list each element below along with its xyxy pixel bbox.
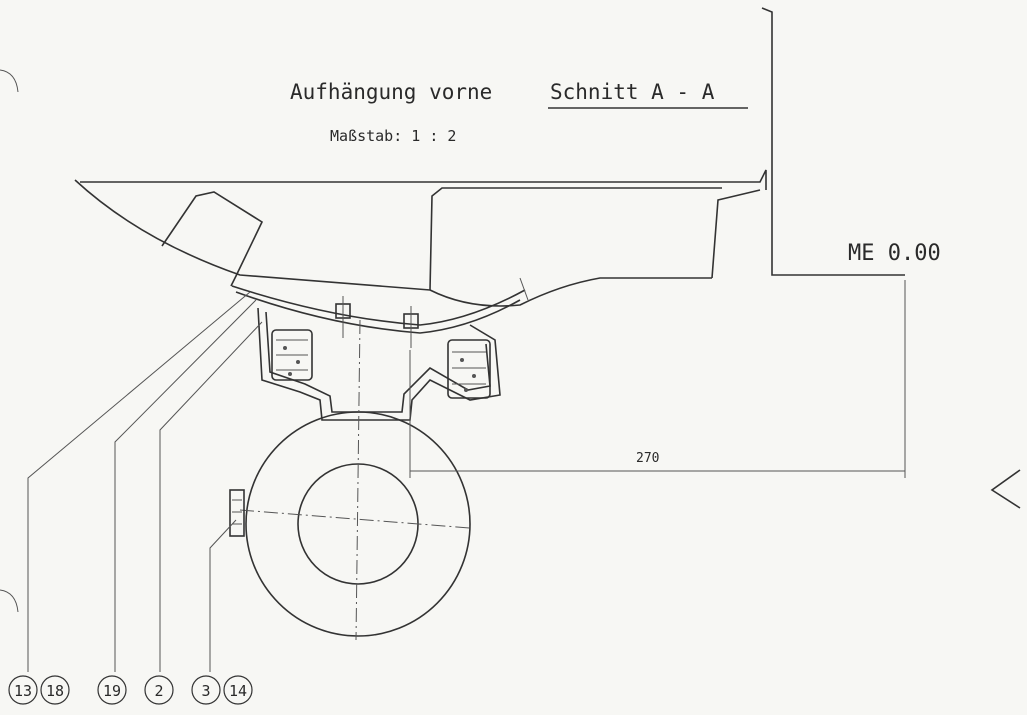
bolt-center <box>335 296 351 338</box>
binder-hole-mark <box>0 589 19 613</box>
bracket-plate <box>161 191 264 287</box>
rubber-mount-right <box>447 339 491 399</box>
rubber-mount-left <box>271 329 313 381</box>
leader-2 <box>159 321 263 672</box>
svg-text:3: 3 <box>201 682 210 700</box>
view-arrow-icon <box>990 469 1021 509</box>
callout-3: 3 <box>191 675 221 705</box>
clip-detail <box>519 277 529 301</box>
floor-pan-inner <box>235 291 521 334</box>
callout-2: 2 <box>144 675 174 705</box>
svg-text:18: 18 <box>46 682 64 700</box>
body-top-line <box>80 169 767 190</box>
axle-centerline-vertical <box>355 319 361 641</box>
svg-text:2: 2 <box>154 682 163 700</box>
leader-19 <box>114 299 257 672</box>
frame-edge-line <box>761 7 905 276</box>
callout-14: 14 <box>223 675 253 705</box>
svg-text:14: 14 <box>229 682 247 700</box>
drawing-title: Aufhängung vorne <box>290 80 492 104</box>
svg-text:13: 13 <box>14 682 32 700</box>
section-label: Schnitt A - A <box>550 80 715 104</box>
floor-pan-sheet <box>231 285 526 326</box>
callout-19: 19 <box>97 675 127 705</box>
bolt-right <box>403 306 419 348</box>
crossmember-bracket <box>257 307 501 421</box>
dimension-value: 270 <box>636 451 659 466</box>
binder-hole-mark <box>0 69 19 93</box>
axle-centerline-horizontal <box>239 509 471 529</box>
body-step-line <box>711 189 761 279</box>
body-contour <box>74 179 712 307</box>
axle-clamp <box>229 489 245 537</box>
inner-web-line <box>429 187 722 291</box>
axle-tube-outer <box>245 411 471 637</box>
leader-13 <box>27 291 251 672</box>
scale-label: Maßstab: 1 : 2 <box>330 127 456 145</box>
svg-text:19: 19 <box>103 682 121 700</box>
callout-18: 18 <box>40 675 70 705</box>
leader-3 <box>209 519 237 672</box>
reference-level-label: ME 0.00 <box>848 241 941 266</box>
callout-13: 13 <box>8 675 38 705</box>
